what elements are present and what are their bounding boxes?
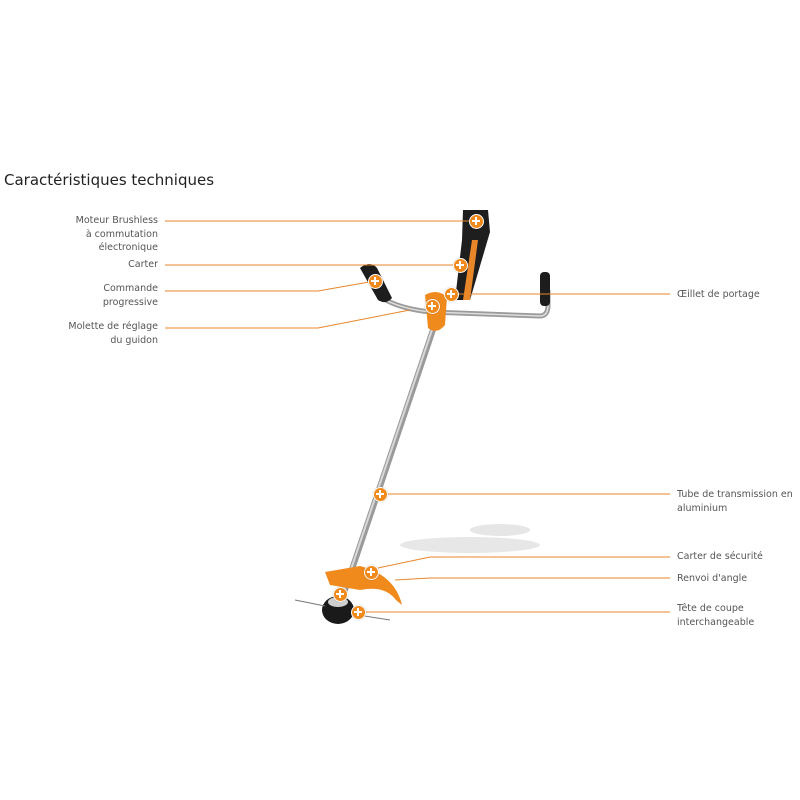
label-line: Moteur Brushless	[75, 215, 158, 226]
label-tete: Tête de coupe interchangeable	[677, 602, 754, 629]
hotspot-oeillet-plus-icon[interactable]	[443, 286, 459, 302]
label-line: progressive	[102, 296, 158, 308]
label-line: du guidon	[110, 334, 158, 346]
label-molette: Molette de réglage du guidon	[68, 320, 158, 347]
label-line: Carter	[128, 259, 158, 270]
label-line: Carter de sécurité	[677, 551, 763, 562]
page-title: Caractéristiques techniques	[4, 171, 215, 189]
label-carter: Carter	[128, 258, 158, 272]
label-line: Œillet de portage	[677, 289, 760, 300]
label-line: électronique	[98, 242, 158, 253]
label-line: Tête de coupe	[677, 603, 744, 614]
label-line: Renvoi d'angle	[677, 573, 748, 584]
hotspot-tube-plus-icon[interactable]	[372, 486, 388, 502]
label-line: aluminium	[677, 502, 728, 514]
label-line: Commande	[103, 283, 158, 294]
hotspot-tete-plus-icon[interactable]	[350, 604, 366, 620]
label-renvoi: Renvoi d'angle	[677, 572, 747, 586]
hotspot-carter-securite-plus-icon[interactable]	[363, 564, 379, 580]
label-line: interchangeable	[677, 616, 755, 628]
label-oeillet: Œillet de portage	[677, 288, 760, 302]
label-line: Tube de transmission en	[677, 489, 793, 500]
hotspot-moteur-plus-icon[interactable]	[468, 213, 484, 229]
leader-lines	[165, 220, 670, 613]
hotspot-renvoi-plus-icon[interactable]	[332, 586, 348, 602]
safety-guard	[325, 566, 402, 605]
hotspot-commande-plus-icon[interactable]	[367, 273, 383, 289]
label-tube: Tube de transmission en aluminium	[677, 488, 793, 515]
label-moteur: Moteur Brushless à commutation électroni…	[76, 214, 158, 255]
label-line: Molette de réglage	[68, 321, 158, 332]
label-commande: Commande progressive	[103, 282, 158, 309]
right-grip	[540, 272, 550, 306]
label-carter-securite: Carter de sécurité	[677, 550, 763, 564]
hotspot-carter-plus-icon[interactable]	[452, 257, 468, 273]
label-line: à commutation	[85, 228, 158, 240]
hotspot-molette-plus-icon[interactable]	[424, 298, 440, 314]
